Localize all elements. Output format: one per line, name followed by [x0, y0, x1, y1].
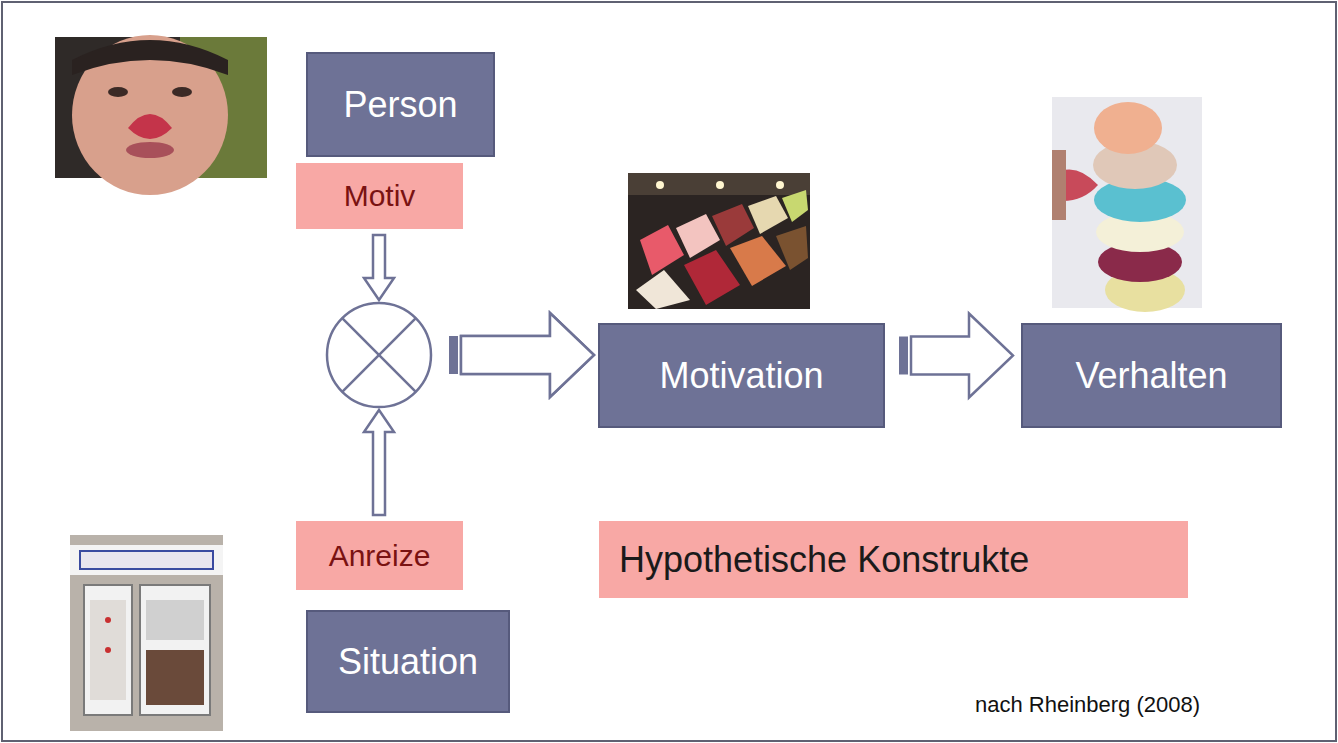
arrow-tail-bar — [449, 336, 458, 374]
hollow-arrow — [364, 235, 394, 300]
source-note: nach Rheinberg (2008) — [975, 692, 1200, 718]
incentive-band: Anreize — [296, 521, 463, 590]
situation-box: Situation — [306, 610, 510, 713]
shop-photo — [70, 535, 223, 731]
motivation-box: Motivation — [598, 323, 885, 428]
flow-arrow — [899, 314, 1013, 398]
person-box: Person — [306, 52, 495, 157]
box-text: Anreize — [329, 539, 431, 573]
ice-cream-photo — [1052, 97, 1202, 312]
box-text: Situation — [338, 641, 478, 683]
flow-arrow — [364, 313, 594, 515]
motive-band: Motiv — [296, 163, 463, 229]
arrow-tail-bar — [899, 337, 908, 375]
hollow-arrow — [364, 410, 394, 515]
hollow-arrow — [461, 313, 594, 397]
box-text: Motivation — [659, 355, 823, 397]
multiplication-symbol — [327, 303, 431, 407]
box-text: Hypothetische Konstrukte — [619, 539, 1029, 581]
box-text: Motiv — [344, 179, 416, 213]
behavior-box: Verhalten — [1021, 323, 1282, 428]
box-text: Person — [343, 84, 457, 126]
ice-cream-display-photo — [628, 173, 810, 309]
construct-note: Hypothetische Konstrukte — [599, 521, 1188, 598]
hollow-arrow — [911, 314, 1013, 398]
flow-arrow — [364, 235, 594, 397]
face-photo — [55, 35, 267, 195]
hollow-arrow — [461, 313, 594, 397]
box-text: Verhalten — [1075, 355, 1227, 397]
arrow-tail-bar — [449, 336, 458, 374]
